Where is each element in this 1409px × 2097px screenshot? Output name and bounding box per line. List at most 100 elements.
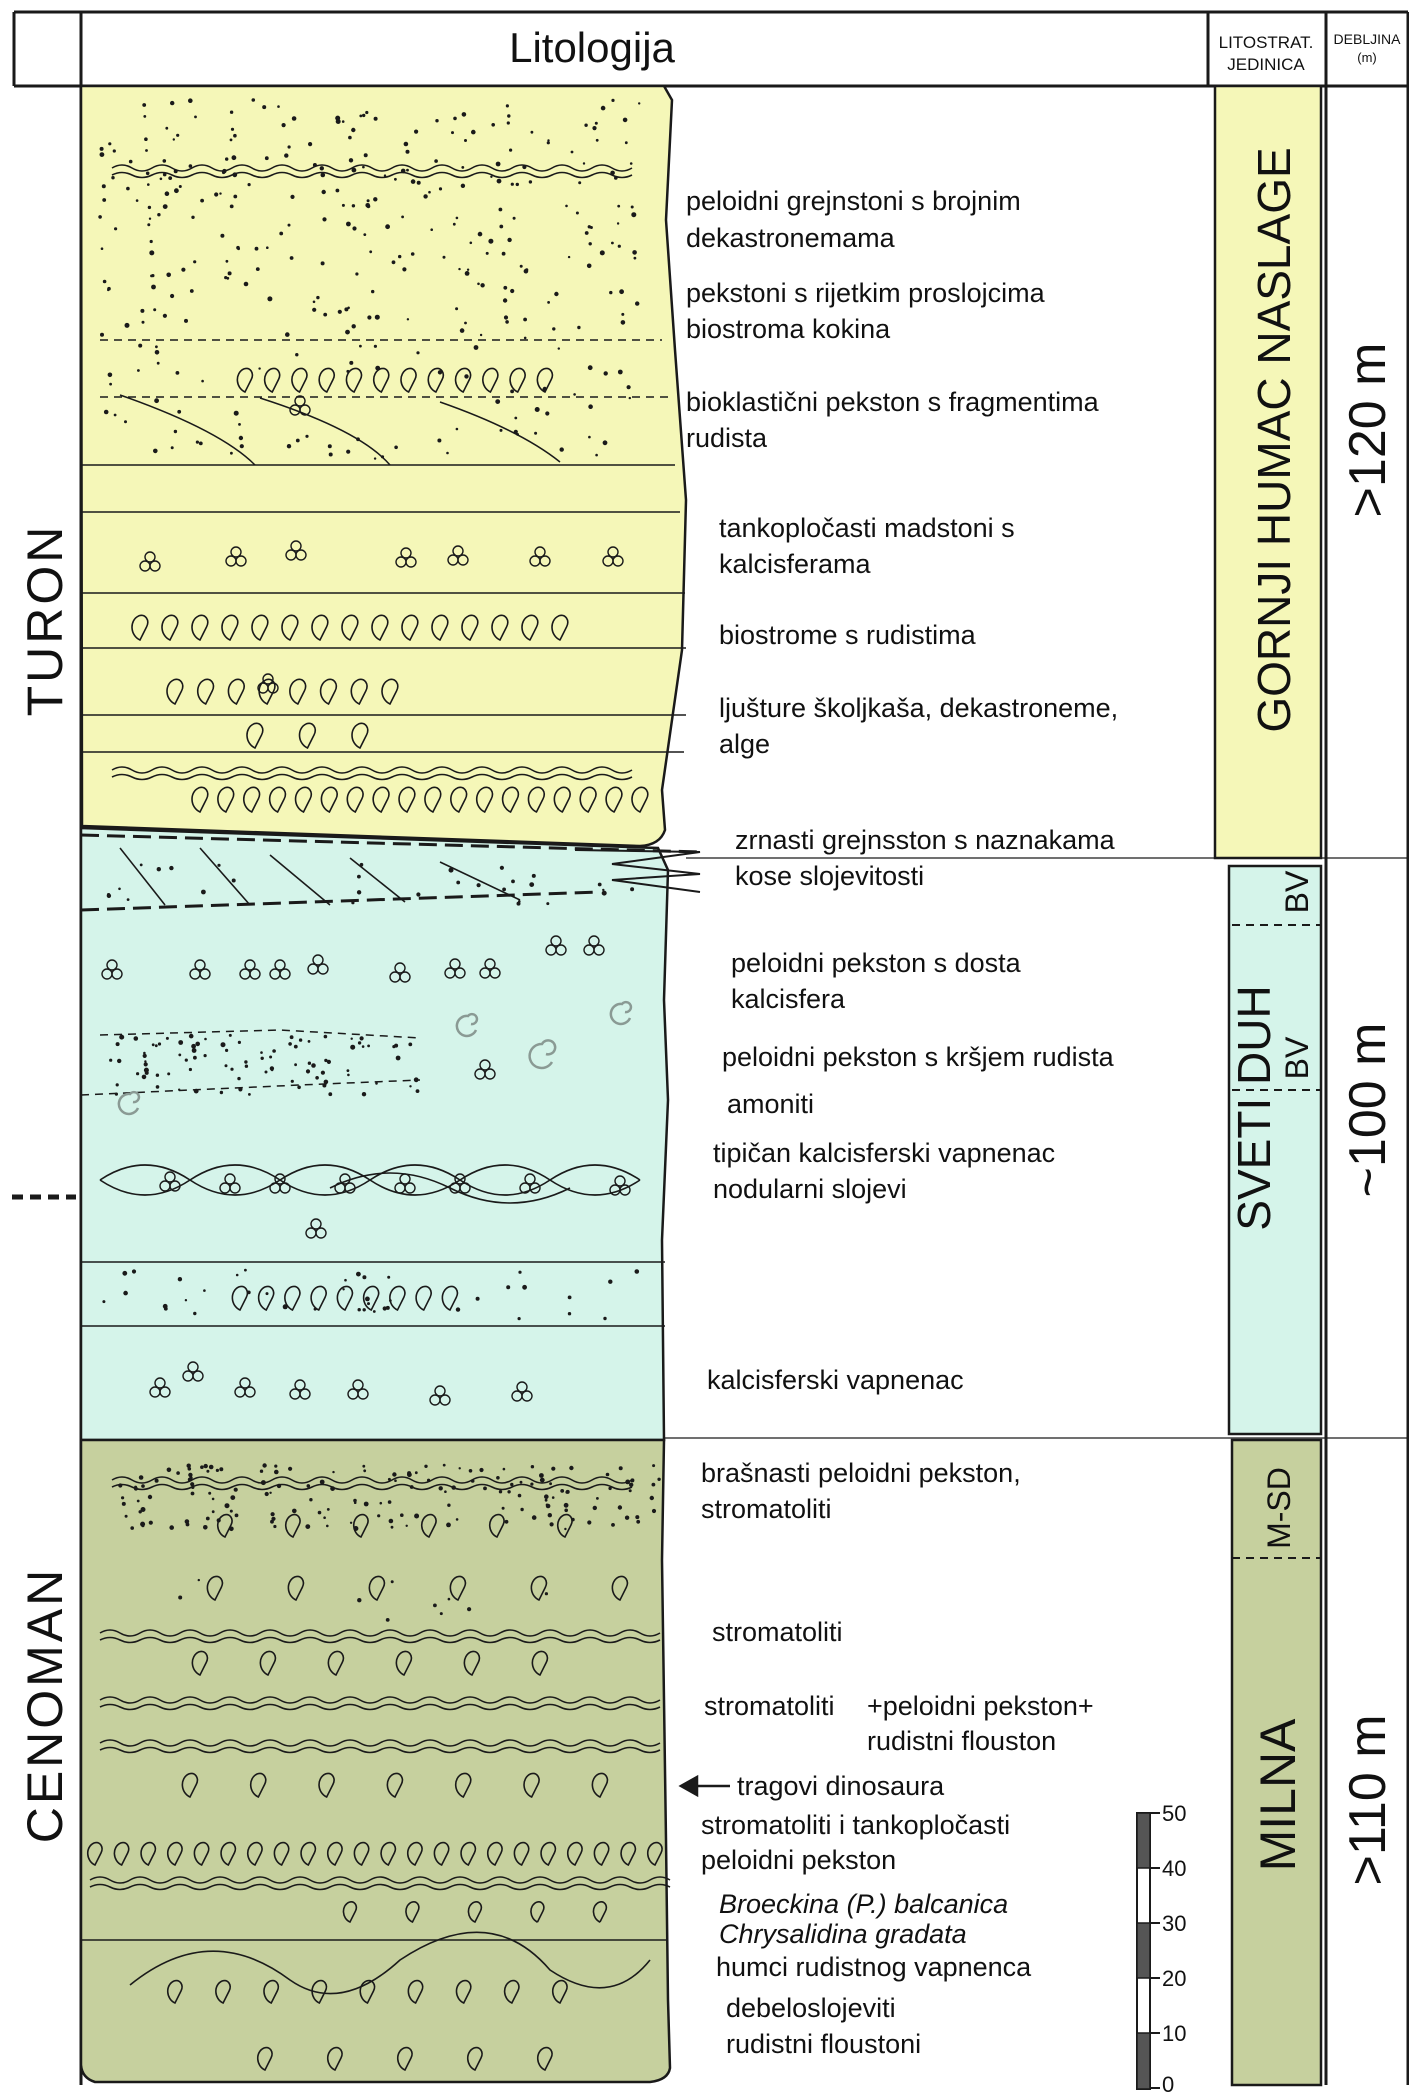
grain-dot	[401, 215, 404, 219]
grain-dot	[173, 429, 178, 434]
rudist-shell	[215, 1979, 231, 2005]
grain-dot	[434, 159, 438, 163]
grain-dot	[534, 431, 538, 435]
rudist-shell	[86, 1841, 103, 1867]
grain-dot	[390, 1580, 394, 1584]
grain-dot	[602, 440, 608, 446]
calcisphere-cluster	[257, 673, 279, 694]
grain-dot	[519, 1480, 523, 1484]
grain-dot	[143, 1051, 146, 1055]
rudist-shell	[540, 1841, 557, 1867]
rudist-shell	[467, 1901, 483, 1924]
grain-dot	[424, 1464, 428, 1469]
grain-dot	[100, 247, 104, 250]
calcisphere-cluster	[583, 935, 605, 956]
rudist-shell	[249, 1772, 267, 1799]
grain-dot	[356, 890, 362, 895]
grain-dot	[427, 1478, 431, 1482]
grain-dot	[124, 420, 127, 424]
grain-dot	[638, 102, 641, 105]
grain-dot	[315, 1076, 319, 1080]
grain-dot	[230, 127, 235, 131]
description-line: peloidni grejnstoni s brojnim	[686, 186, 1021, 216]
rudist-shell	[257, 1285, 275, 1312]
grain-dot	[178, 1595, 183, 1600]
grain-dot	[266, 246, 269, 249]
rudist-shell	[509, 367, 526, 394]
grain-dot	[539, 1477, 545, 1483]
grain-dot	[316, 295, 320, 300]
grain-dot	[155, 1085, 160, 1089]
rudist-shell	[401, 614, 419, 642]
grain-dot	[322, 1083, 327, 1088]
grain-dot	[522, 164, 527, 170]
grain-dot	[453, 116, 457, 121]
grain-dot	[135, 199, 139, 202]
rudist-shell	[196, 678, 215, 706]
rudist-shell	[579, 786, 597, 814]
grain-dot	[305, 1524, 311, 1529]
rudist-shell	[217, 786, 235, 814]
grain-dot	[498, 1490, 503, 1494]
description-line: rudista	[686, 423, 768, 453]
grain-dot	[292, 1508, 297, 1514]
grain-dot	[155, 1073, 160, 1077]
rudist-shell	[320, 786, 338, 814]
grain-dot	[468, 1469, 473, 1473]
grain-dot	[455, 1518, 459, 1521]
grain-dot	[373, 116, 378, 121]
grain-dot	[367, 1302, 370, 1306]
bed-boundaries	[80, 339, 686, 1941]
grain-dot	[173, 169, 178, 174]
grain-dot	[510, 288, 515, 294]
grain-dot	[619, 289, 624, 295]
grain-dot	[539, 1473, 544, 1478]
grain-dot	[464, 321, 467, 325]
grain-dot	[98, 215, 102, 219]
description-line: alge	[719, 729, 770, 759]
grain-dot	[147, 1494, 153, 1500]
grain-dot	[363, 153, 368, 158]
grain-dot	[498, 207, 503, 212]
grain-dot	[409, 1485, 414, 1489]
rudist-shell	[433, 1841, 450, 1867]
grain-dot	[471, 129, 476, 135]
grain-dot	[289, 1035, 294, 1040]
grain-dot	[464, 139, 467, 142]
grain-dot	[530, 1482, 534, 1486]
rudist-shell	[406, 1841, 423, 1867]
rudist-shell	[166, 1841, 183, 1867]
rudist-shell	[523, 1772, 540, 1799]
grain-dot	[438, 1486, 443, 1491]
grain-dot	[181, 267, 186, 272]
grain-dot	[288, 1466, 293, 1471]
grain-dot	[112, 149, 116, 153]
description-line: tankopločasti madstoni s	[719, 513, 1015, 543]
grain-dot	[326, 1524, 329, 1528]
rudist-shell	[454, 1772, 472, 1799]
stage-label-cenoman: CENOMAN	[17, 1567, 73, 1844]
grain-dot	[517, 1317, 521, 1321]
grain-dot	[510, 389, 514, 394]
grain-dot	[362, 1275, 367, 1280]
header-thickness-line1: DEBLJINA	[1334, 31, 1402, 47]
grain-dot	[230, 1495, 236, 1500]
grain-dot	[149, 250, 155, 256]
rudist-shell	[191, 786, 209, 814]
grain-dot	[138, 343, 143, 348]
grain-dot	[203, 1054, 207, 1058]
grain-dot	[509, 148, 513, 152]
description-line-italic: Broeckina (P.) balcanica	[719, 1889, 1008, 1919]
grain-dot	[356, 1271, 361, 1277]
grain-dot	[219, 1467, 224, 1472]
grain-dot	[151, 284, 156, 290]
description-line: tipičan kalcisferski vapnenac	[713, 1138, 1055, 1168]
rudist-shell	[646, 1841, 663, 1867]
grain-dot	[203, 1463, 208, 1469]
rudist-shell	[466, 2046, 483, 2072]
grain-dot	[121, 1496, 125, 1500]
grain-dot	[363, 1501, 369, 1507]
rudist-shell	[206, 1575, 224, 1602]
grain-dot	[546, 902, 550, 906]
rudist-shell	[441, 1285, 459, 1312]
